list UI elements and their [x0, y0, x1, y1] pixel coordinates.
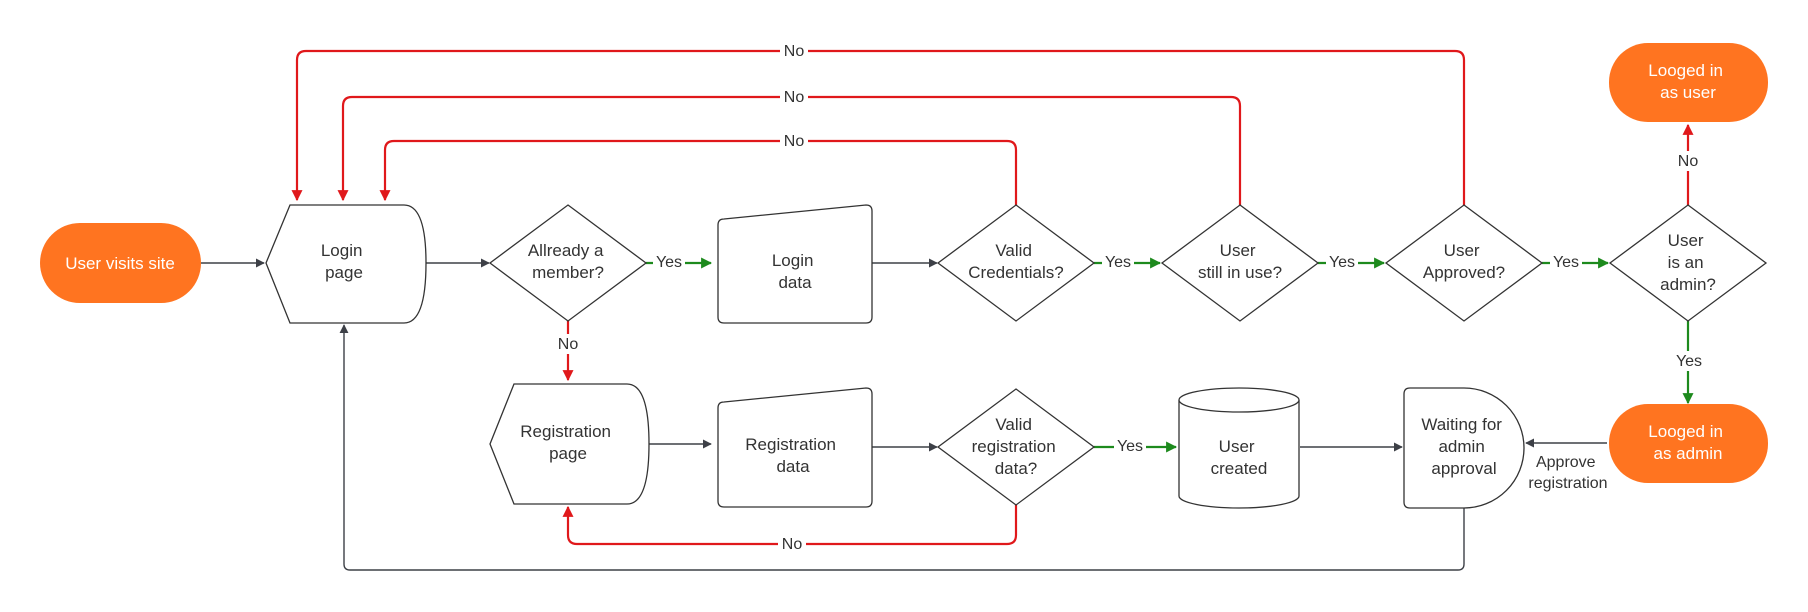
edge-label-approve-registration: Approve registration	[1528, 454, 1607, 492]
svg-text:Valid Credentials?: Valid Credentials?	[968, 241, 1063, 282]
node-user-is-admin: User is an admin?	[1608, 204, 1768, 322]
edge-label-admin-no: No	[1678, 153, 1699, 170]
edge-approved-no	[291, 49, 1466, 205]
node-already-member: Allready a member?	[488, 204, 648, 322]
edge-label-registration-yes: Yes	[1117, 438, 1143, 455]
node-user-approved: User Approved?	[1384, 204, 1544, 322]
node-user-visits-site: User visits site	[40, 223, 201, 303]
svg-text:User visits site: User visits site	[65, 254, 175, 273]
edge-label-credentials-yes: Yes	[1105, 254, 1131, 271]
svg-text:User created: User created	[1211, 437, 1268, 478]
edge-label-registration-no: No	[782, 536, 803, 553]
edge-label-admin-yes: Yes	[1676, 353, 1702, 370]
svg-text:User is an admin?: User is an admin?	[1660, 231, 1716, 294]
edge-waiting-to-login	[339, 324, 1465, 571]
node-user-created: User created	[1178, 387, 1300, 509]
node-logged-in-as-user: Looged in as user	[1609, 43, 1768, 122]
node-registration-data: Registration data	[717, 387, 873, 508]
edge-label-credentials-no: No	[784, 133, 805, 150]
edge-label-in-use-yes: Yes	[1329, 254, 1355, 271]
edge-label-member-yes: Yes	[656, 254, 682, 271]
edge-labels: Yes No Yes No Yes No Yes No Yes No Yes N…	[555, 41, 1704, 554]
edge-label-member-no: No	[558, 336, 579, 353]
node-login-data: Login data	[717, 204, 873, 324]
svg-text:Registration data: Registration data	[745, 435, 840, 476]
node-valid-registration: Valid registration data?	[936, 388, 1096, 506]
edge-credentials-no	[379, 139, 1018, 205]
svg-text:Looged in as user: Looged in as user	[1648, 61, 1727, 102]
node-waiting-approval: Waiting for admin approval	[1403, 387, 1525, 509]
edge-label-approved-no: No	[784, 43, 805, 60]
node-logged-in-as-admin: Looged in as admin	[1609, 404, 1768, 483]
svg-text:User Approved?: User Approved?	[1423, 241, 1505, 282]
svg-text:Allready a member?: Allready a member?	[528, 241, 608, 282]
svg-text:User still in use?: User still in use?	[1198, 241, 1282, 282]
svg-text:Waiting for admin: Waiting for admin approval	[1421, 415, 1506, 478]
svg-text:Login data: Login data	[772, 251, 818, 292]
edge-label-approved-yes: Yes	[1553, 254, 1579, 271]
svg-text:Registration page: Registration page	[520, 422, 615, 463]
node-valid-credentials: Valid Credentials?	[936, 204, 1096, 322]
node-login-page: Login page	[265, 204, 427, 324]
edge-label-in-use-no: No	[784, 89, 805, 106]
node-user-still-in-use: User still in use?	[1160, 204, 1320, 322]
svg-text:Login page: Login page	[321, 241, 367, 282]
node-registration-page: Registration page	[489, 383, 650, 505]
svg-text:Valid registration: Valid registration data?	[972, 415, 1061, 478]
svg-text:Looged in as admin: Looged in as admin	[1648, 422, 1727, 463]
